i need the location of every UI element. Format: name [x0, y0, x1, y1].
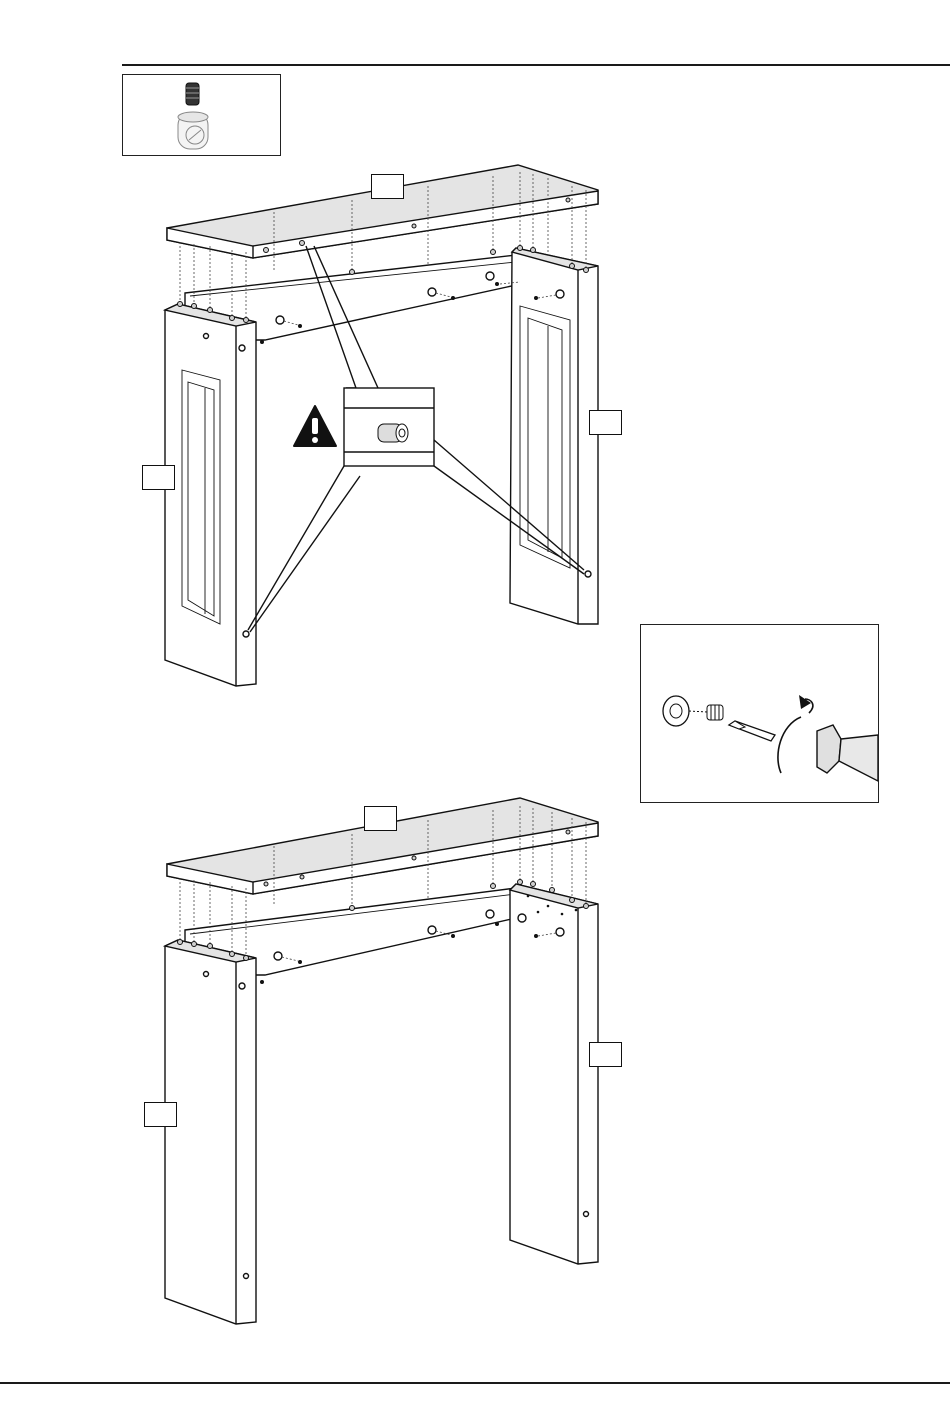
- left-leg-2: [165, 304, 256, 686]
- part-label-box-left: [142, 465, 175, 490]
- cam-bolt-icon: [378, 424, 408, 442]
- part-label-box-top: [371, 174, 404, 199]
- part-label-box-right: [589, 410, 622, 435]
- warning-icon: [294, 406, 336, 446]
- figure-1: [165, 165, 598, 686]
- left-leg-2b: [165, 940, 256, 1324]
- part-label-box-top-2: [364, 806, 397, 831]
- right-leg-2b: [510, 884, 598, 1264]
- figure-2: [165, 798, 598, 1324]
- part-label-box-left-2: [144, 1102, 177, 1127]
- part-label-box-right-2: [589, 1042, 622, 1067]
- right-leg-2: [510, 248, 598, 624]
